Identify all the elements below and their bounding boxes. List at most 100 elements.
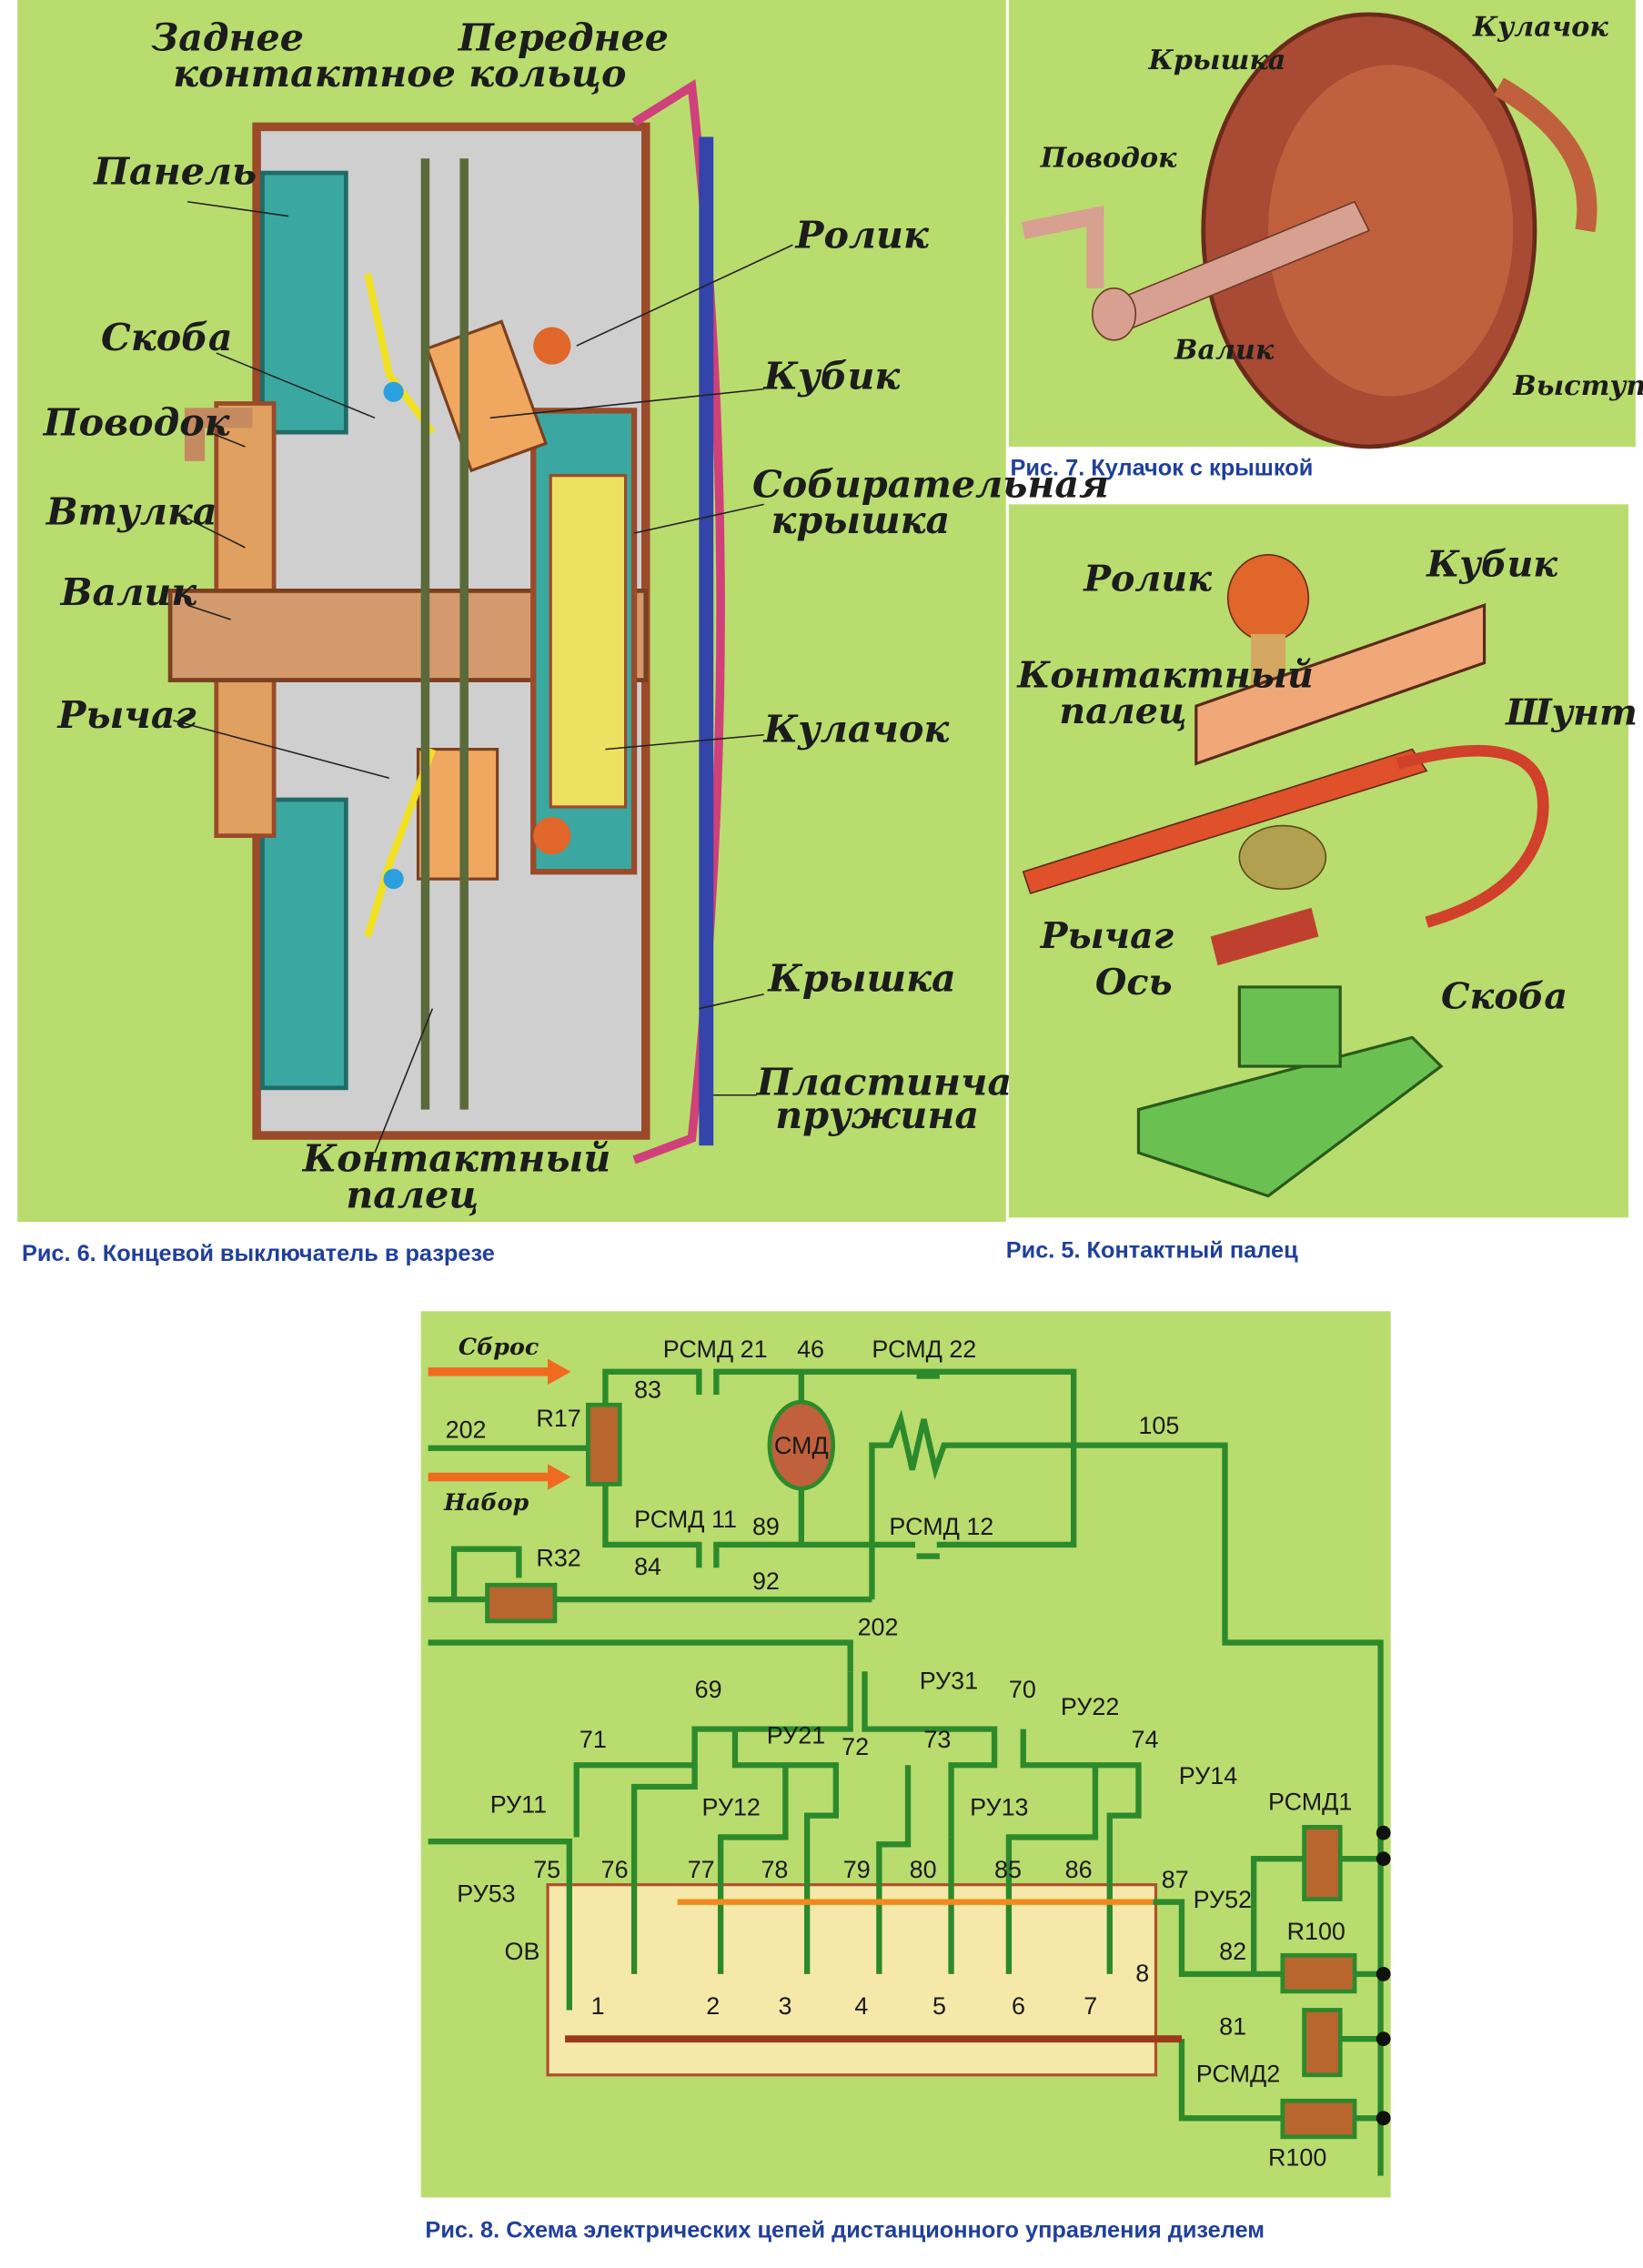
figure-6-leaders <box>173 200 793 1154</box>
label-cam: Кулачок <box>763 707 951 751</box>
label-axle: Ось <box>1095 962 1173 1003</box>
shunt <box>1396 744 1549 928</box>
circuit-label: РСМД 21 <box>663 1336 768 1363</box>
circuit-label: 77 <box>688 1856 715 1883</box>
circuit-label: 46 <box>797 1336 824 1363</box>
resistor-r100-1 <box>1280 1952 1357 1994</box>
label-set: Набор <box>443 1488 529 1516</box>
figure-7-caption: Рис. 7. Кулачок с крышкой <box>1010 456 1313 481</box>
pivot-lower <box>383 869 404 890</box>
motor-smd <box>767 1399 836 1491</box>
circuit-labels: РСМД 21 46 РСМД 22 83 R17 202 105 РСМД 1… <box>446 1336 1353 2172</box>
circuit-label: 87 <box>1162 1866 1189 1893</box>
figure-7-cam: Кулачок Крышка Поводок Валик Выступ Рис.… <box>1008 0 1643 481</box>
pivot-upper <box>383 381 404 402</box>
circuit-label: РСМД 11 <box>634 1506 737 1533</box>
circuit-label: 8 <box>1135 1960 1149 1987</box>
circuit-label: 69 <box>695 1676 722 1703</box>
circuit-label: 5 <box>932 1992 946 2020</box>
circuit-label: 71 <box>580 1726 607 1753</box>
label-contact-ring: контактное кольцо <box>173 51 626 96</box>
roller-upper <box>533 327 571 365</box>
top-wires <box>428 1368 1384 2176</box>
circuit-label: 202 <box>858 1614 899 1641</box>
label-shaft: Валик <box>60 570 198 614</box>
circuit-label: РУ21 <box>767 1721 825 1749</box>
figure-6-caption: Рис. 6. Концевой выключатель в разрезе <box>22 1241 495 1266</box>
label-contact-5: Контактный <box>1016 655 1313 697</box>
cube-lower <box>416 748 499 881</box>
circuit-label: РУ11 <box>490 1790 547 1818</box>
cam-disc <box>1267 65 1514 397</box>
panel-lower <box>260 797 348 1091</box>
circuit-label: 84 <box>634 1553 661 1580</box>
bracket-lower <box>364 748 437 938</box>
resistor-r17 <box>586 1402 622 1487</box>
circuit-label: 6 <box>1012 1992 1025 2020</box>
circuit-label: R100 <box>1287 1918 1346 1945</box>
circuit-label: РУ53 <box>457 1880 515 1908</box>
label-bracket-5: Скоба <box>1441 976 1567 1018</box>
circuit-label: РУ52 <box>1194 1886 1252 1913</box>
label-collecting: Собирательная <box>752 461 1109 506</box>
circuit-label: 105 <box>1138 1412 1179 1439</box>
circuit-label: 74 <box>1132 1726 1159 1753</box>
motor-label: СМД <box>774 1432 829 1459</box>
shaft-end <box>1091 287 1137 341</box>
circuit-label: 4 <box>854 1992 868 2020</box>
circuit-label: 78 <box>761 1856 788 1883</box>
circuit-label: 89 <box>752 1513 780 1540</box>
label-protrusion: Выступ <box>1512 370 1643 402</box>
label-shunt: Шунт <box>1504 692 1638 734</box>
ov-box <box>546 1883 1158 2077</box>
terminals <box>1376 1825 1391 2126</box>
label-cover-2: Крышка <box>767 956 955 1001</box>
driver-7 <box>1021 205 1104 288</box>
label-panel: Панель <box>93 149 257 194</box>
circuit-label: 92 <box>752 1567 780 1595</box>
cube-5 <box>1194 602 1487 766</box>
label-cam-7: Кулачок <box>1472 12 1608 44</box>
label-contact: Контактный <box>302 1136 610 1181</box>
label-cube: Кубик <box>763 354 902 398</box>
circuit-label: 81 <box>1219 2012 1246 2040</box>
label-finger: палец <box>346 1172 479 1216</box>
figure-6-cutaway: Заднее контактное кольцо Переднее Панель… <box>17 0 1109 1266</box>
circuit-label: 80 <box>910 1856 937 1883</box>
roller-lower <box>533 817 571 855</box>
circuit-label: РСМД2 <box>1196 2061 1280 2088</box>
panel-upper <box>260 170 348 435</box>
circuit-label: 70 <box>1009 1676 1036 1703</box>
circuit-label: 2 <box>706 1992 720 2020</box>
resistor-r32 <box>485 1582 558 1624</box>
circuit-label: R100 <box>1268 2144 1326 2172</box>
circuit-label: РУ22 <box>1061 1693 1119 1720</box>
label-bracket: Скоба <box>101 315 233 359</box>
circuit-label: 75 <box>533 1856 560 1883</box>
relay-rsmd1-coil <box>1302 1824 1343 1901</box>
circuit-label: 82 <box>1219 1938 1246 1965</box>
circuit-label: 7 <box>1084 1992 1097 2020</box>
circuit-label: 86 <box>1065 1856 1093 1883</box>
circuit-label: R32 <box>536 1545 580 1572</box>
circuit-label: 76 <box>601 1856 629 1883</box>
label-reset: Сброс <box>459 1333 539 1360</box>
label-lever-5: Рычаг <box>1040 915 1174 957</box>
plate-spring <box>699 136 714 1146</box>
circuit-label: РСМД 12 <box>889 1513 993 1540</box>
circuit-label: 83 <box>634 1376 661 1403</box>
figure-5-caption: Рис. 5. Контактный палец <box>1006 1238 1298 1264</box>
label-roller-5: Ролик <box>1083 558 1212 600</box>
label-driver: Поводок <box>43 399 231 444</box>
circuit-label: РУ31 <box>920 1667 978 1694</box>
label-roller: Ролик <box>794 212 929 257</box>
label-cover-7: Крышка <box>1148 45 1286 76</box>
pin <box>1210 907 1319 966</box>
figure-5-contact-finger: Ролик Кубик Контактный палец Шунт Рычаг … <box>1006 504 1638 1264</box>
circuit-label: РУ12 <box>702 1794 761 1821</box>
protrusion <box>1493 77 1598 233</box>
label-front: Переднее <box>458 15 669 59</box>
label-cover-1: крышка <box>771 498 951 542</box>
bracket-ears <box>1237 985 1342 1068</box>
